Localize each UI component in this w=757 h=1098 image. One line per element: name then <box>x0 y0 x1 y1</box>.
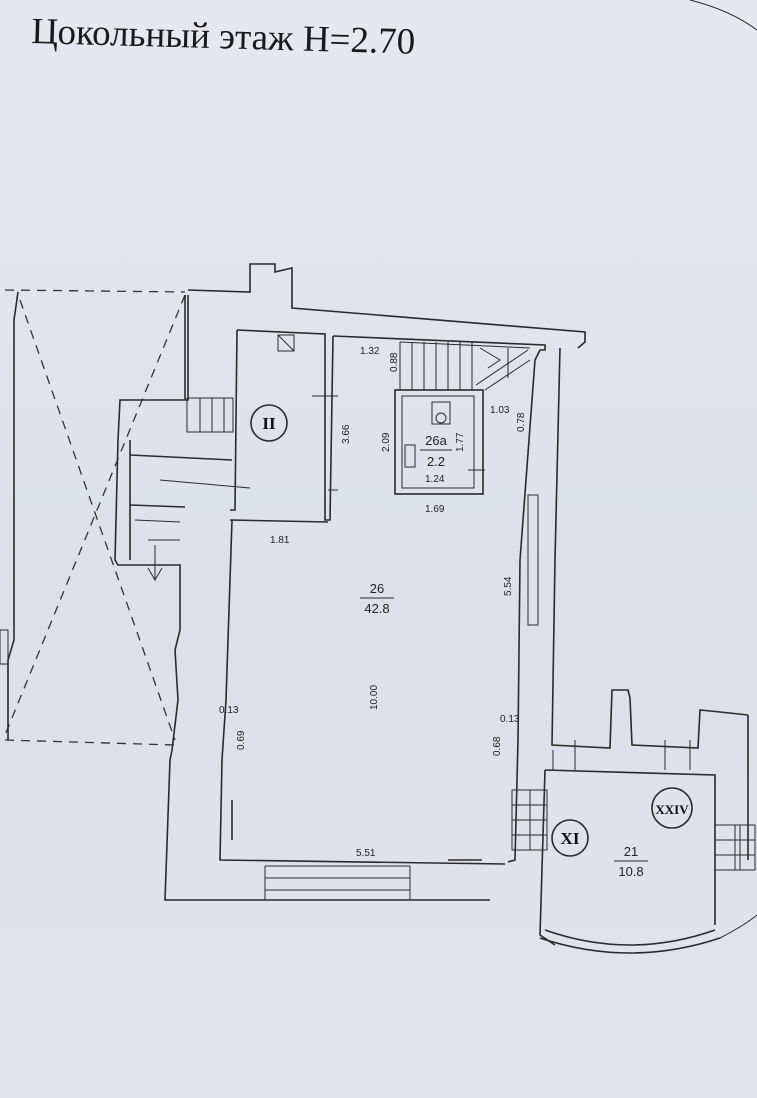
room-26-area: 42.8 <box>364 601 389 616</box>
marker-XI: XI <box>551 819 589 857</box>
room-21-number: 21 <box>624 844 638 859</box>
room-26a-number: 26а <box>425 433 447 448</box>
room-21 <box>539 715 757 954</box>
marker-XI-label: XI <box>561 829 580 848</box>
dim-0-68: 0.68 <box>492 736 503 756</box>
dim-1-24: 1.24 <box>425 474 445 485</box>
dim-1-69: 1.69 <box>425 504 445 515</box>
room-26-number: 26 <box>370 581 384 596</box>
dimension-labels: 1.32 0.88 3.66 2.09 1.77 1.24 1.03 0.78 … <box>219 346 527 859</box>
dim-0-13-left: 0.13 <box>219 705 239 716</box>
room-21-label: 21 10.8 <box>614 844 648 879</box>
dim-10-00: 10.00 <box>369 685 380 710</box>
dim-0-13-right: 0.13 <box>500 714 520 725</box>
dim-1-77: 1.77 <box>455 432 466 452</box>
stair-left <box>134 397 251 581</box>
marker-II-label: II <box>262 414 276 433</box>
dim-0-78: 0.78 <box>516 412 527 432</box>
dim-0-88: 0.88 <box>389 352 400 372</box>
stair-top <box>399 341 531 391</box>
dim-1-03: 1.03 <box>490 405 510 416</box>
dim-0-69: 0.69 <box>236 730 247 750</box>
dim-5-54: 5.54 <box>503 576 514 596</box>
room-21-area: 10.8 <box>618 864 643 879</box>
room-26a-label: 26а 2.2 <box>420 433 452 469</box>
room-II <box>230 329 338 521</box>
room-26-label: 26 42.8 <box>360 581 394 616</box>
marker-XXIV: XXIV <box>651 787 693 829</box>
dim-1-32: 1.32 <box>360 346 380 357</box>
marker-XXIV-label: XXIV <box>655 802 689 817</box>
dim-1-81: 1.81 <box>270 535 290 546</box>
outer-walls <box>114 263 749 901</box>
dim-3-66: 3.66 <box>341 424 352 444</box>
dim-2-09: 2.09 <box>381 432 392 452</box>
room-26a-area: 2.2 <box>427 454 445 469</box>
marker-II: II <box>250 404 288 442</box>
void-area-crossed <box>0 289 186 746</box>
dim-5-51: 5.51 <box>356 848 376 859</box>
curved-edge-top <box>689 0 757 31</box>
room-26a <box>394 389 485 495</box>
stair-bottom-right <box>511 789 756 871</box>
